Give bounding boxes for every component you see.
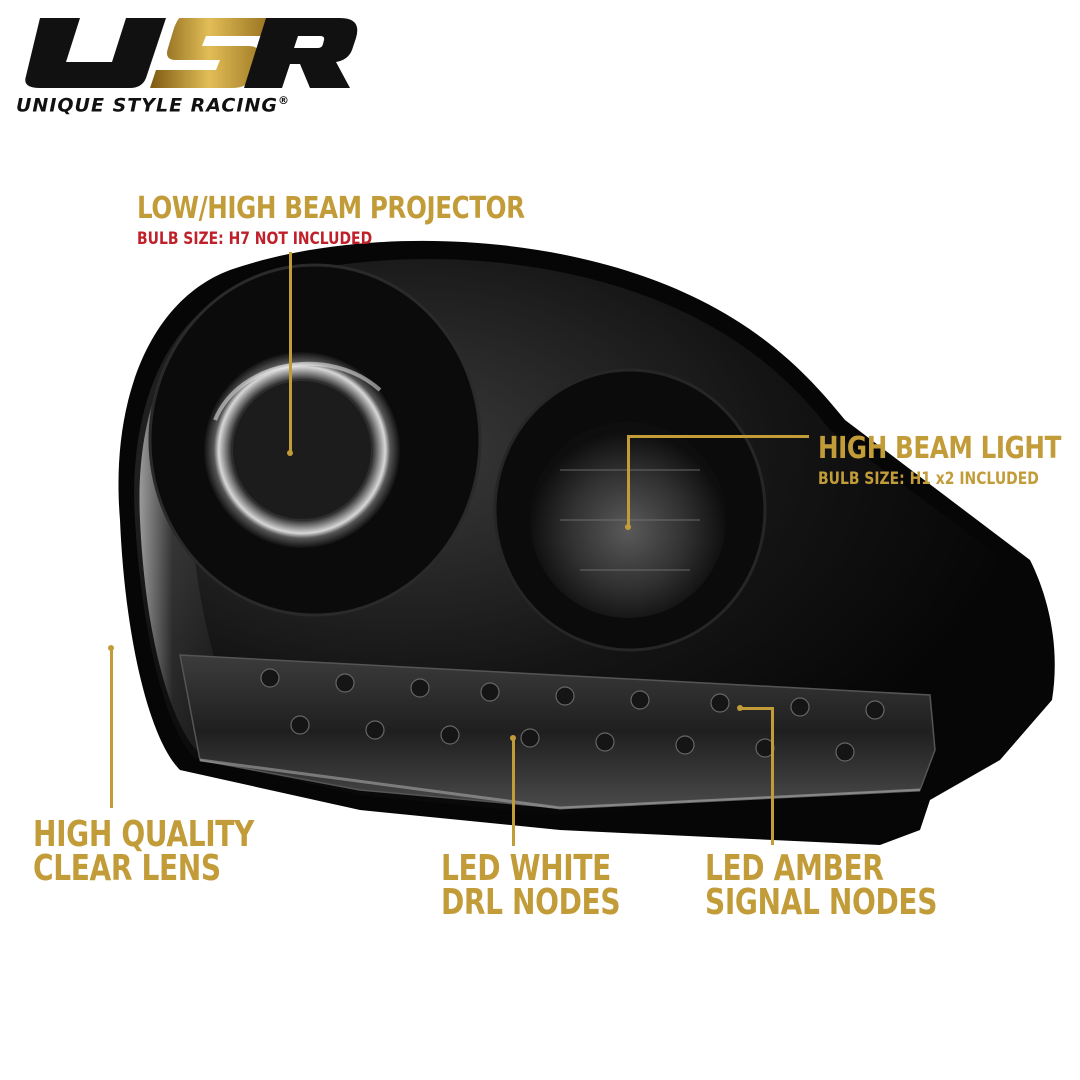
high-beam-leader-vertical [627, 435, 630, 528]
lens-callout-line2: CLEAR LENS [33, 848, 221, 889]
drl-leader-dot [510, 735, 516, 741]
drl-callout-line2: DRL NODES [441, 882, 621, 923]
projector-leader-line [289, 252, 292, 452]
registered-mark: ® [277, 94, 290, 107]
lens-leader-dot [108, 645, 114, 651]
high-beam-leader-dot [625, 524, 631, 530]
signal-leader-horizontal [740, 707, 774, 710]
projector-callout-detail: BULB SIZE: H7 NOT INCLUDED [137, 229, 373, 249]
signal-leader-dot [737, 705, 743, 711]
lens-leader-line [110, 648, 113, 808]
high-beam-leader-horizontal [627, 435, 809, 438]
projector-leader-dot [287, 450, 293, 456]
signal-leader-vertical [771, 707, 774, 845]
lens-callout-line1: HIGH QUALITY [33, 814, 254, 855]
led-nodes-bottom [290, 715, 855, 762]
drl-leader-line [512, 738, 515, 846]
projector-callout-title: LOW/HIGH BEAM PROJECTOR [137, 191, 525, 226]
high-beam-callout-title: HIGH BEAM LIGHT [818, 431, 1061, 466]
signal-callout-line1: LED AMBER [705, 848, 884, 889]
led-nodes-top [260, 668, 885, 720]
drl-callout-line1: LED WHITE [441, 848, 611, 889]
high-beam-callout-detail: BULB SIZE: H1 x2 INCLUDED [818, 469, 1039, 489]
signal-callout-line2: SIGNAL NODES [705, 882, 938, 923]
usr-logo [25, 18, 358, 88]
brand-name: UNIQUE STYLE RACING® [16, 94, 290, 117]
